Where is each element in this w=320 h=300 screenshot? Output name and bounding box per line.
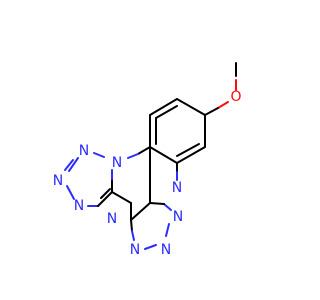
bond-tet1-e <box>97 191 113 207</box>
molecule-structure: O N N N N N N N N N <box>53 62 242 258</box>
bond-benz-5-double <box>155 105 178 119</box>
bond-c-n1-blue <box>127 153 139 159</box>
nitrogen-atom-tet2-bottom-left: N <box>130 242 140 258</box>
bond-tet2-e <box>149 202 165 205</box>
bond-o-ring-red <box>217 101 229 109</box>
bond-center-c1 <box>111 191 132 204</box>
oxygen-atom: O <box>230 89 241 105</box>
bond-o-ring <box>204 107 219 116</box>
bond-tet2-a <box>130 219 133 232</box>
bond-tet2-d <box>163 203 172 211</box>
nitrogen-atom-tet2-bottom-right: N <box>161 242 171 258</box>
bond-tet2-b <box>144 244 157 250</box>
nitrogen-atom-tet2-left: N <box>107 211 117 227</box>
bond-benz-3 <box>149 146 178 164</box>
bond-benz-2-double <box>176 143 200 157</box>
bond-benz-2 <box>176 146 206 164</box>
nitrogen-atom-tet1-bottom: N <box>74 198 84 214</box>
bond-tet1-a <box>93 152 105 158</box>
nitrogen-atom-tet1-top: N <box>79 143 89 159</box>
nitrogen-atom-tet2-right: N <box>173 209 183 225</box>
nitrogen-atom-bridge-bottom: N <box>172 180 182 196</box>
bond-tet2-c <box>165 223 170 237</box>
nitrogen-atom-bridge-top: N <box>112 155 122 171</box>
nitrogen-atom-tet1-left: N <box>53 173 63 189</box>
bond-benz-5 <box>149 98 178 116</box>
bond-c-n1 <box>137 146 151 155</box>
bond-benz-6 <box>176 98 206 116</box>
bond-tet1-c <box>66 185 75 200</box>
bond-tet2-a-blue <box>131 230 135 241</box>
bond-tet1-b <box>68 157 79 172</box>
bond-tet1-e-double <box>100 188 111 199</box>
bond-tet1-b-double <box>64 159 74 171</box>
bond-center-c3 <box>130 202 151 221</box>
